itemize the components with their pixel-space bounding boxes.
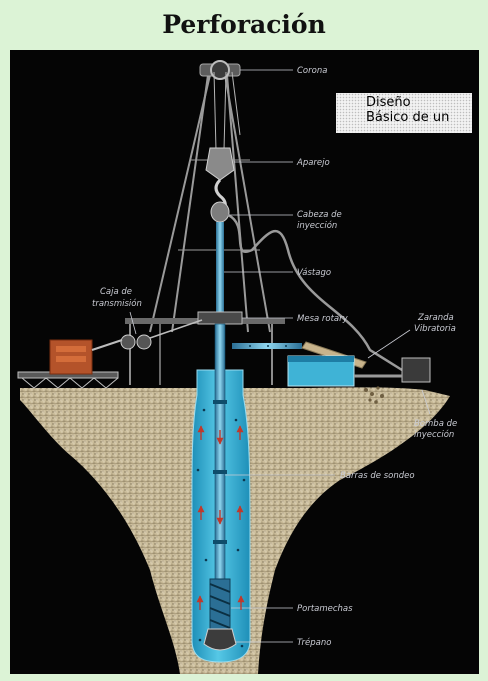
label-aparejo: Aparejo (296, 158, 330, 168)
leader-zaranda (367, 329, 411, 359)
label-portamechas: Portamechas (297, 604, 353, 614)
label-caja-line2: transmisión (92, 298, 142, 309)
engine (49, 339, 93, 375)
inset-title-line1: Diseño (366, 95, 411, 110)
rotary-table (197, 311, 243, 325)
leader-bomba (421, 389, 431, 415)
return-flowline (232, 343, 302, 349)
label-vastago: Vástago (297, 268, 331, 278)
mud-hose (227, 213, 403, 372)
mud-tank (287, 355, 355, 387)
hoist-cables (213, 71, 241, 151)
mud-pump (354, 357, 431, 383)
derrick (149, 74, 271, 333)
inset-title-box: Diseño Básico de un (336, 93, 472, 133)
drill-bit (203, 628, 237, 651)
label-corona: Corona (297, 66, 327, 76)
label-cabeza-line2: inyección (297, 220, 337, 231)
pipe-joints (213, 400, 227, 544)
collar-spiral (209, 583, 231, 629)
page-title: Perforación (162, 10, 326, 39)
crown-block (199, 60, 241, 80)
label-bomba-line2: inyección (414, 429, 454, 440)
label-zaranda-line1: Zaranda (417, 313, 454, 323)
leader-caja (129, 311, 137, 335)
label-mesa: Mesa rotary (297, 314, 349, 324)
flow-arrows (196, 425, 245, 610)
kelly (216, 222, 224, 322)
label-bomba-line1: Bomba de (414, 419, 457, 429)
diagram-frame: Corona Aparejo Cabeza de inyección Vásta… (10, 50, 479, 674)
cuttings-pile (364, 386, 384, 404)
label-barras: Barras de sondeo (340, 471, 415, 481)
label-trepano: Trépano (297, 637, 331, 648)
traveling-block (205, 147, 235, 211)
fluid-cuttings (196, 408, 246, 648)
label-cabeza-line1: Cabeza de (297, 210, 342, 220)
label-caja-line1: Caja de (100, 287, 132, 297)
inset-title-line2: Básico de un (366, 110, 450, 125)
drilling-rig-diagram: Corona Aparejo Cabeza de inyección Vásta… (17, 60, 457, 674)
label-zaranda-line2: Vibratoria (414, 324, 456, 334)
transmission-box (91, 319, 203, 351)
swivel (210, 201, 230, 223)
